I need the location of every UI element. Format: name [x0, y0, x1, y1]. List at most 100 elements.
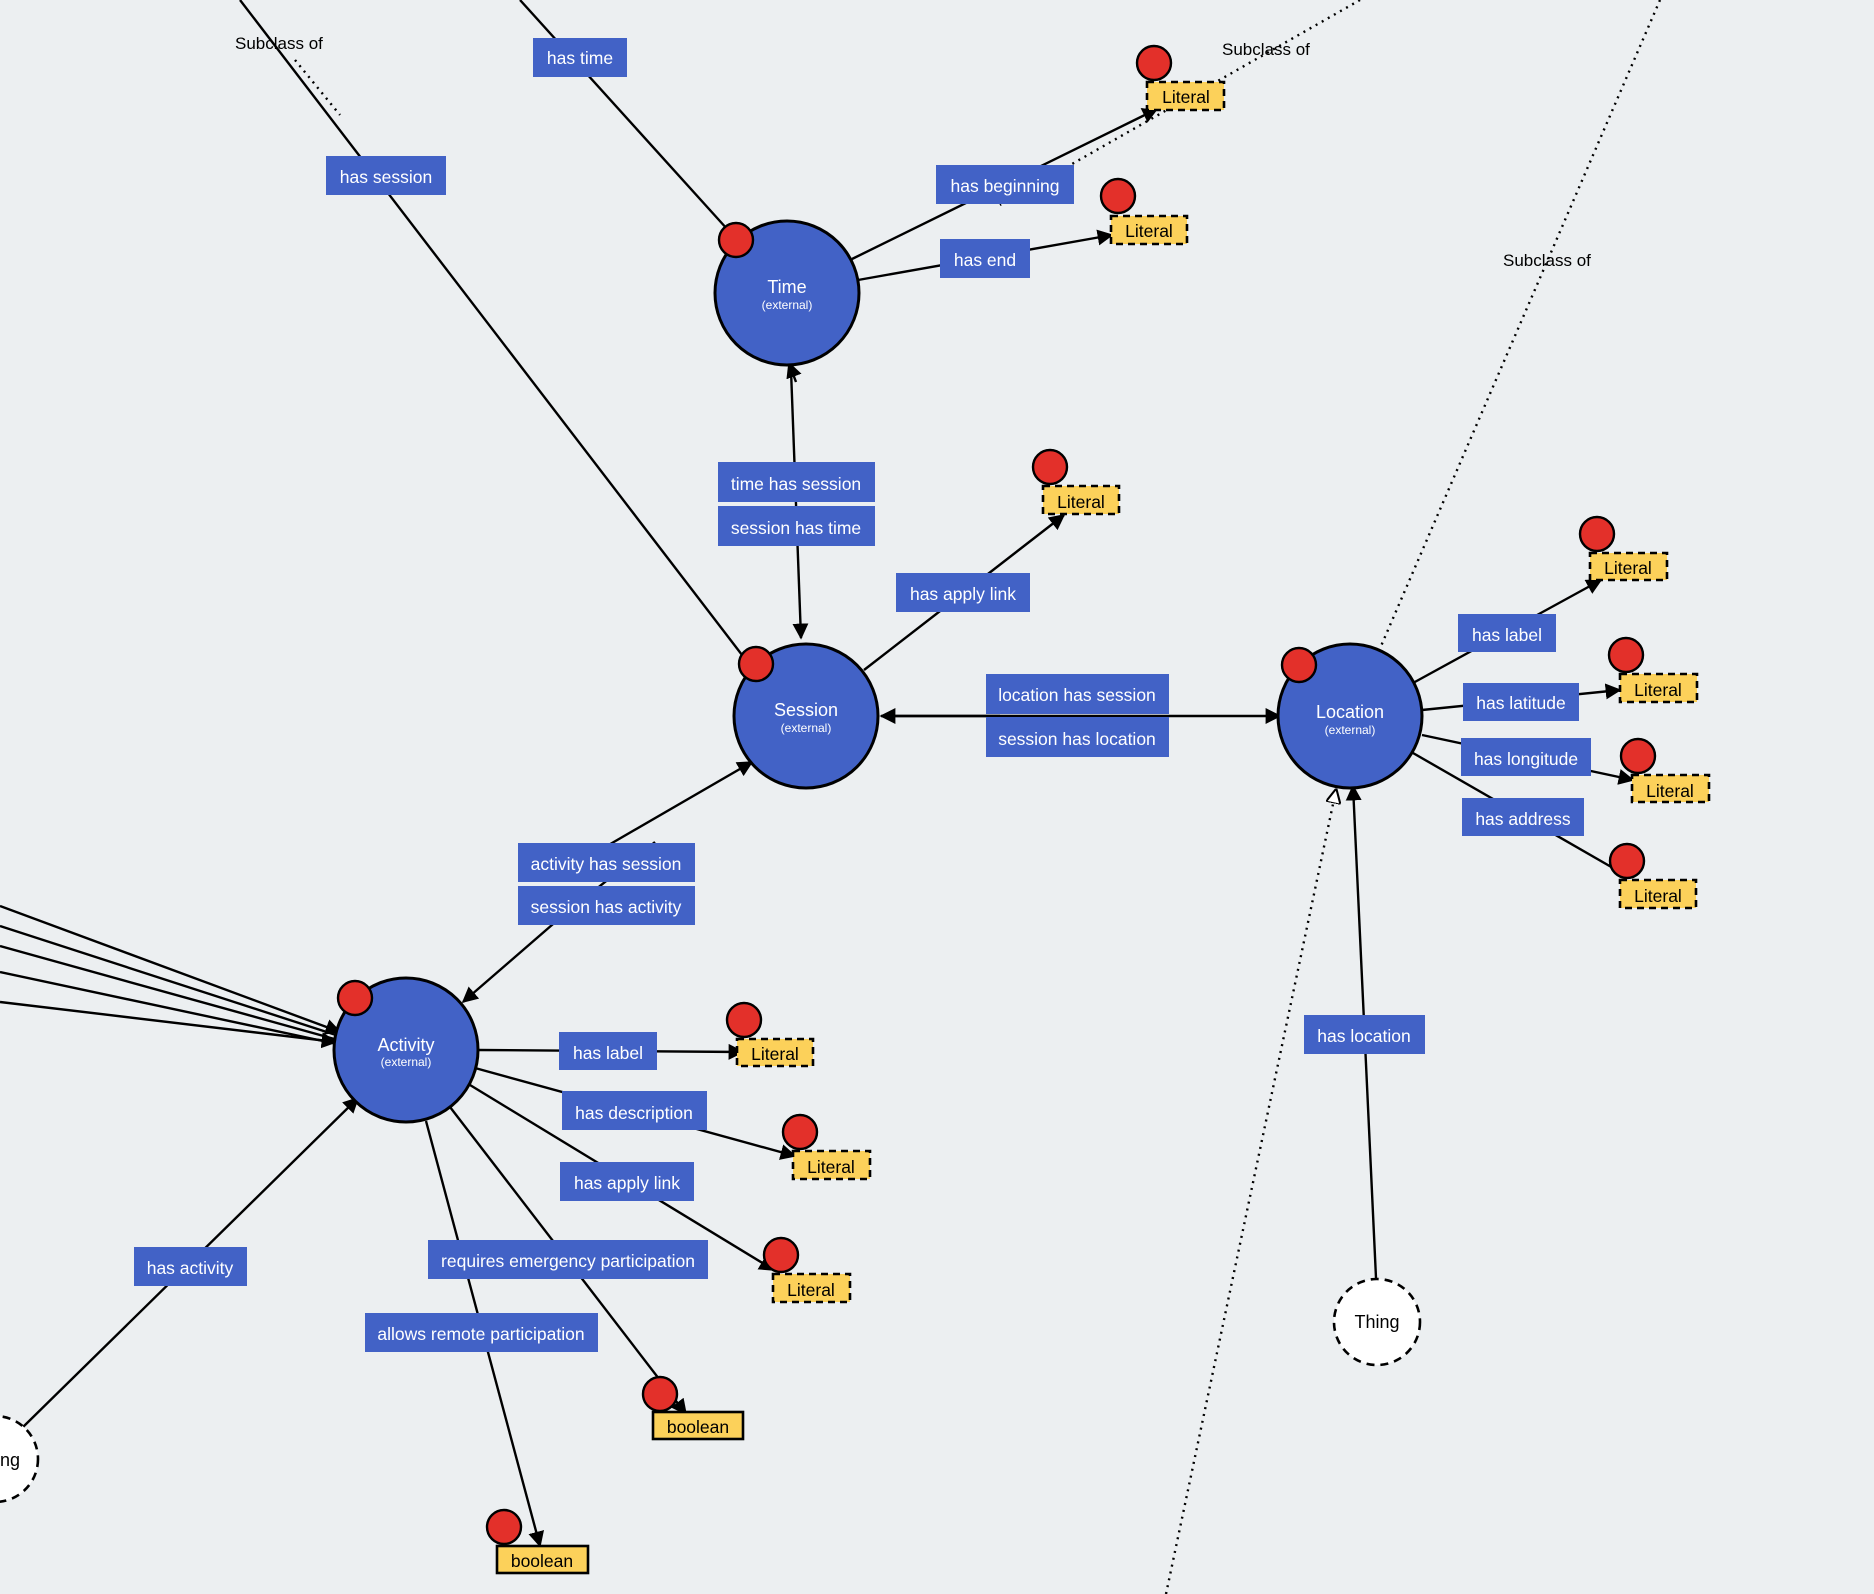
datatype-activity-label-literal[interactable]: Literal [735, 1037, 815, 1068]
class-node-activity[interactable]: Activity (external) [332, 976, 480, 1124]
svg-text:location has session: location has session [998, 685, 1156, 705]
edge-left-4[interactable] [0, 970, 338, 1046]
svg-text:Literal: Literal [1634, 680, 1682, 700]
datatype-location-label-literal[interactable]: Literal [1588, 551, 1669, 582]
svg-text:has session: has session [340, 167, 432, 187]
edge-left-1[interactable] [0, 904, 342, 1035]
edge-session-activity[interactable] [461, 917, 561, 1004]
property-activity-has-apply-link[interactable]: has apply link [560, 1162, 694, 1201]
datatype-nodes: Literal Literal Literal Literal Literal … [495, 80, 1711, 1575]
class-node-session-subtitle: (external) [781, 721, 832, 735]
subclass-edge-top-left[interactable] [294, 59, 341, 116]
property-has-description[interactable]: has description [562, 1091, 707, 1130]
property-has-location[interactable]: has location [1304, 1015, 1425, 1054]
property-activity-has-label[interactable]: has label [559, 1032, 657, 1070]
svg-text:Literal: Literal [1125, 221, 1173, 241]
subclass-edge-right[interactable] [1373, 0, 1662, 661]
svg-text:has latitude: has latitude [1476, 693, 1566, 713]
pin-icon-activity-description-literal[interactable] [781, 1113, 819, 1151]
svg-text:allows remote participation: allows remote participation [377, 1324, 584, 1344]
property-has-longitude[interactable]: has longitude [1461, 738, 1591, 776]
property-session-has-location[interactable]: session has location [986, 717, 1169, 757]
property-labels: has time has session has beginning has e… [134, 38, 1591, 1352]
datatype-emergency-boolean[interactable]: boolean [651, 1410, 745, 1441]
pin-icon-emergency-boolean[interactable] [641, 1375, 679, 1413]
property-has-session[interactable]: has session [326, 156, 446, 195]
svg-text:Literal: Literal [1162, 87, 1210, 107]
pin-icon-activity-label-literal[interactable] [725, 1001, 763, 1039]
svg-text:has time: has time [547, 48, 613, 68]
edge-left-2[interactable] [0, 924, 340, 1038]
datatype-remote-boolean[interactable]: boolean [495, 1544, 590, 1575]
subclass-edge-bottom[interactable] [1164, 790, 1336, 1594]
pin-icon-session[interactable] [737, 645, 775, 683]
svg-text:has label: has label [1472, 625, 1542, 645]
pin-icon-activity[interactable] [336, 979, 374, 1017]
edge-has-session[interactable] [239, 0, 753, 669]
class-node-time[interactable]: Time (external) [713, 219, 861, 367]
edge-time-session-down[interactable] [789, 369, 809, 640]
edge-left-3[interactable] [0, 944, 339, 1042]
svg-text:has description: has description [575, 1103, 693, 1123]
svg-text:has longitude: has longitude [1474, 749, 1578, 769]
pin-icon-remote-boolean[interactable] [485, 1508, 523, 1546]
class-node-location[interactable]: Location (external) [1276, 642, 1424, 790]
svg-text:Literal: Literal [1057, 492, 1105, 512]
edge-has-time[interactable] [519, 0, 729, 231]
svg-text:Literal: Literal [1604, 558, 1652, 578]
thing-nodes: Thing ng [0, 1277, 1422, 1504]
datatype-time-beginning-literal[interactable]: Literal [1145, 80, 1226, 112]
class-node-session[interactable]: Session (external) [732, 642, 880, 790]
property-session-has-activity[interactable]: session has activity [518, 886, 695, 925]
pin-icon-time-beginning-literal[interactable] [1135, 44, 1173, 82]
pin-icon-time-end-literal[interactable] [1099, 177, 1137, 215]
datatype-activity-apply-literal[interactable]: Literal [771, 1272, 852, 1304]
property-session-has-apply-link[interactable]: has apply link [896, 573, 1030, 612]
property-activity-has-session[interactable]: activity has session [518, 843, 695, 882]
datatype-session-apply-literal[interactable]: Literal [1041, 484, 1121, 516]
thing-node-right[interactable]: Thing [1332, 1277, 1422, 1367]
class-node-activity-subtitle: (external) [381, 1055, 432, 1069]
thing-node-right-label: Thing [1354, 1312, 1399, 1332]
thing-node-left-partial[interactable]: ng [0, 1414, 40, 1504]
svg-text:has label: has label [573, 1043, 643, 1063]
svg-text:has address: has address [1475, 809, 1571, 829]
class-node-activity-title: Activity [377, 1035, 434, 1055]
datatype-location-address-literal[interactable]: Literal [1618, 878, 1698, 910]
pin-icon-location[interactable] [1280, 646, 1318, 684]
svg-text:activity has session: activity has session [531, 854, 682, 874]
property-session-has-time[interactable]: session has time [718, 506, 875, 546]
pin-icon-location-address-literal[interactable] [1608, 842, 1646, 880]
pin-icon-session-apply-literal[interactable] [1031, 448, 1069, 486]
svg-text:Literal: Literal [807, 1157, 855, 1177]
pin-icon-time[interactable] [717, 221, 755, 259]
property-time-has-session[interactable]: time has session [718, 462, 875, 502]
property-has-end[interactable]: has end [940, 239, 1030, 278]
property-has-latitude[interactable]: has latitude [1463, 683, 1579, 721]
edge-left-5[interactable] [0, 1000, 338, 1049]
property-location-has-label[interactable]: has label [1458, 614, 1556, 652]
datatype-activity-description-literal[interactable]: Literal [791, 1149, 872, 1181]
thing-node-left-label: ng [0, 1450, 20, 1470]
subclass-label-top-right: Subclass of [1222, 40, 1310, 59]
pin-icon-location-label-literal[interactable] [1578, 515, 1616, 553]
property-has-time[interactable]: has time [533, 38, 627, 77]
pin-icon-location-longitude-literal[interactable] [1619, 737, 1657, 775]
property-requires-emergency-participation[interactable]: requires emergency participation [428, 1240, 708, 1279]
property-has-address[interactable]: has address [1462, 798, 1584, 836]
datatype-location-latitude-literal[interactable]: Literal [1618, 672, 1699, 704]
class-node-location-subtitle: (external) [1325, 723, 1376, 737]
edge-activity-session[interactable] [599, 760, 754, 852]
class-node-session-title: Session [774, 700, 838, 720]
pin-icon-activity-apply-literal[interactable] [762, 1236, 800, 1274]
property-location-has-session[interactable]: location has session [986, 674, 1169, 714]
property-has-activity[interactable]: has activity [134, 1247, 247, 1286]
datatype-time-end-literal[interactable]: Literal [1109, 214, 1189, 246]
datatype-location-longitude-literal[interactable]: Literal [1630, 773, 1711, 804]
property-allows-remote-participation[interactable]: allows remote participation [365, 1313, 598, 1352]
pin-icon-location-latitude-literal[interactable] [1607, 636, 1645, 674]
svg-text:has apply link: has apply link [574, 1173, 680, 1193]
property-has-beginning[interactable]: has beginning [936, 165, 1074, 204]
svg-text:time has session: time has session [731, 474, 861, 494]
